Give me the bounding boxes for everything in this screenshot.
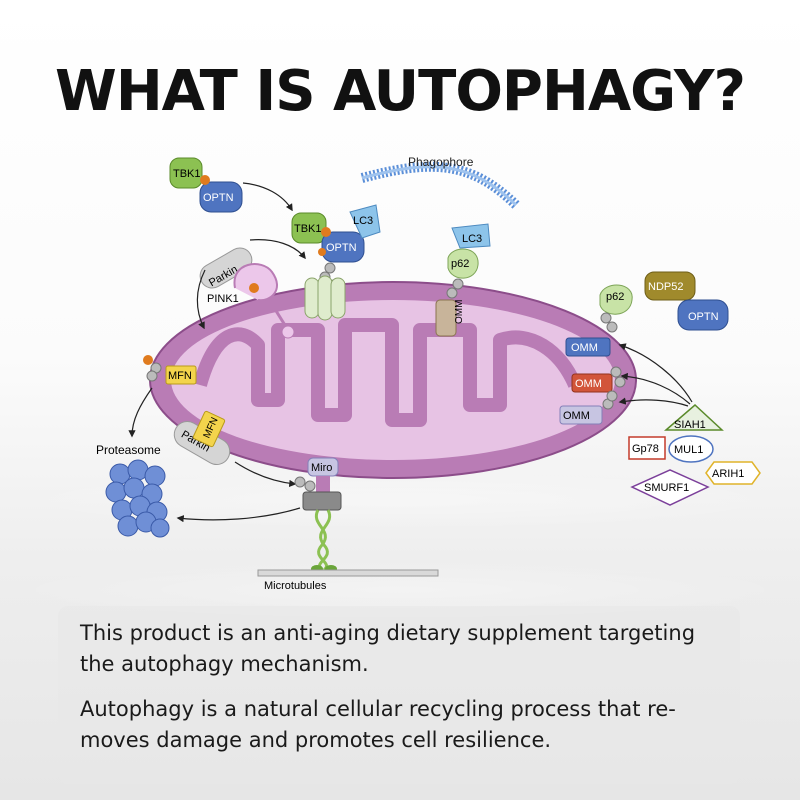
siah1-label: SIAH1 (674, 419, 706, 431)
arrow (176, 507, 301, 523)
lc3-label: LC3 (462, 233, 482, 245)
p62-protein: p62 (599, 284, 633, 333)
microtubule (257, 569, 439, 577)
arrow (128, 387, 153, 438)
arrow (618, 343, 693, 403)
info-text: moves damage and promotes cell resilienc… (80, 728, 552, 752)
ndp52-protein: NDP52 (644, 271, 696, 301)
lc3-p62-omm-complex: LC3 p62 OMM (435, 223, 491, 337)
smurf1-label: SMURF1 (644, 482, 689, 494)
microtubules-label: Microtubules (264, 580, 327, 592)
omm-protein-red: OMM (571, 373, 613, 393)
membrane-channel (304, 275, 346, 321)
info-text: the autophagy mechanism. (80, 652, 369, 676)
arrow (620, 372, 691, 405)
arrow (249, 239, 306, 260)
page-title: WHAT IS AUTOPHAGY? (55, 59, 746, 124)
tbk1-optn-lc3-complex: TBK1 OPTN LC3 (291, 204, 381, 291)
gp78-label: Gp78 (632, 443, 659, 455)
proteasome-label: Proteasome (96, 443, 161, 457)
arrow (618, 397, 689, 407)
ubiquitin-chain (602, 366, 626, 410)
arih1-ligase: ARIH1 (705, 461, 761, 485)
p62-label: p62 (451, 258, 469, 270)
miro-label: Miro (311, 462, 332, 474)
mfn-protein: MFN (143, 355, 197, 385)
proteasome (105, 459, 170, 538)
miro-protein: Miro (294, 457, 339, 492)
optn-label: OPTN (203, 192, 234, 204)
siah1-ligase: SIAH1 (663, 403, 724, 431)
arih1-label: ARIH1 (712, 468, 744, 480)
omm-label: OMM (571, 342, 598, 354)
tbk1-optn-complex: TBK1 OPTN (169, 157, 243, 213)
optn-label: OPTN (688, 311, 719, 323)
tbk1-label: TBK1 (294, 223, 322, 235)
info-paragraph: Autophagy is a natural cellular recyclin… (80, 694, 718, 756)
arrow (234, 461, 297, 488)
p62-label: p62 (606, 291, 624, 303)
info-paragraph: This product is an anti-aging dietary su… (80, 618, 718, 680)
gp78-ligase: Gp78 (628, 436, 666, 460)
mfn-label: MFN (168, 370, 192, 382)
mul1-ligase: MUL1 (668, 435, 714, 463)
pink1-label: PINK1 (207, 293, 239, 305)
omm-protein-light: OMM (559, 405, 603, 425)
omm-label: OMM (454, 300, 465, 324)
phagophore-membrane (360, 161, 520, 209)
info-text: This product is an anti-aging dietary su… (80, 621, 696, 645)
phagophore-label: Phagophore (408, 155, 474, 169)
tbk1-label: TBK1 (173, 168, 201, 180)
mitochondrion (149, 281, 637, 479)
optn-protein: OPTN (677, 299, 729, 331)
arrow (242, 182, 293, 212)
info-text: Autophagy is a natural cellular recyclin… (80, 697, 676, 721)
parkin-pink1-complex: Parkin PINK1 (199, 247, 295, 339)
mul1-label: MUL1 (674, 444, 703, 456)
omm-label: OMM (563, 410, 590, 422)
optn-label: OPTN (326, 242, 357, 254)
autophagy-diagram: Phagophore TBK1 OPTN TBK1 OPTN LC3 P (96, 155, 761, 592)
lc3-label: LC3 (353, 215, 373, 227)
omm-label: OMM (575, 378, 602, 390)
motor-protein (302, 491, 342, 573)
info-panel: This product is an anti-aging dietary su… (58, 606, 740, 784)
omm-protein-blue: OMM (565, 337, 611, 357)
smurf1-ligase: SMURF1 (630, 469, 710, 506)
ndp52-label: NDP52 (648, 281, 683, 293)
arrow (196, 269, 206, 330)
